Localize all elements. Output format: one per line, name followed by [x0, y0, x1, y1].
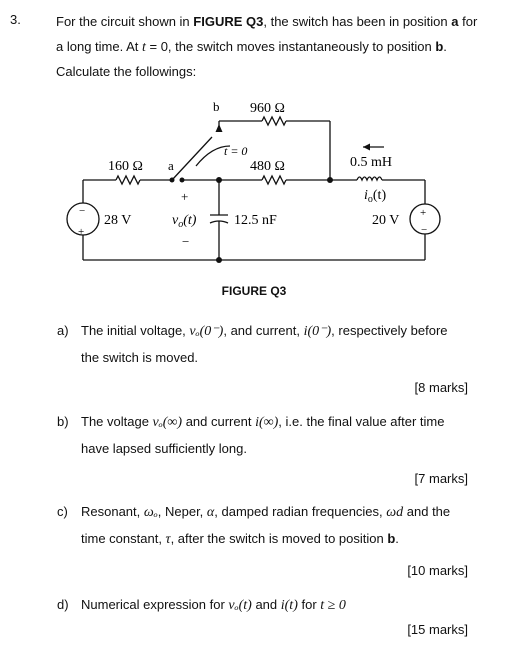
- part-text: and the: [403, 504, 451, 519]
- node-a-label: a: [168, 158, 174, 173]
- marks-a: [8 marks]: [414, 380, 468, 395]
- part-text: The voltage: [81, 414, 153, 429]
- intro-text: for a long time. At: [56, 14, 478, 54]
- node-b-label: b: [213, 99, 220, 114]
- inductor: [356, 176, 383, 182]
- math-i0: i(0⁻): [303, 324, 332, 339]
- resistor-960: [261, 115, 287, 127]
- switch-arc: [195, 145, 231, 167]
- question-number: 3.: [10, 12, 21, 27]
- intro-text: For the circuit shown in: [56, 14, 194, 29]
- part-text: , i.e. the final value after time: [278, 414, 445, 429]
- math-tge0: t ≥ 0: [320, 598, 346, 613]
- part-d: d) Numerical expression for vₒ(t) and i(t…: [57, 592, 472, 619]
- vo-minus: −: [182, 234, 189, 249]
- switch-contact-a: [169, 177, 175, 183]
- math-tau: τ: [165, 532, 171, 547]
- math-vot: vₒ(t): [228, 598, 252, 613]
- vo-label: vo(t): [172, 213, 197, 230]
- part-text: time constant,: [81, 531, 166, 546]
- node-dot: [327, 177, 333, 183]
- v-left-label: 28 V: [104, 213, 131, 228]
- intro-text: , the switch has been in position: [263, 14, 452, 29]
- intro-text: = 0, the switch moves instantaneously to…: [145, 38, 436, 54]
- math-iinf: i(∞): [255, 415, 279, 430]
- intro-time-var: t: [142, 39, 146, 55]
- marks-d: [15 marks]: [407, 622, 468, 637]
- part-text: , damped radian frequencies,: [214, 504, 387, 519]
- part-a: a) The initial voltage, vₒ(0⁻), and curre…: [57, 318, 472, 371]
- v-left-plus: +: [78, 226, 84, 238]
- math-vo0: vₒ(0⁻): [189, 324, 224, 339]
- figure-caption: FIGURE Q3: [221, 284, 287, 298]
- part-text: , and current,: [223, 323, 304, 338]
- switch-blade: [171, 136, 213, 181]
- part-text: , Neper,: [157, 504, 207, 519]
- marks-c: [10 marks]: [407, 563, 468, 578]
- part-text: for: [297, 597, 321, 612]
- v-right-plus: +: [420, 207, 426, 219]
- part-text: have lapsed sufficiently long.: [81, 441, 247, 456]
- current-arrowhead: [363, 143, 370, 151]
- v-right-label: 20 V: [372, 213, 399, 228]
- circuit-diagram: b 960 Ω 160 Ω a t = 0 480 Ω 0.5 mH io(t)…: [66, 99, 441, 263]
- r-mid-label: 480 Ω: [250, 159, 285, 174]
- vo-plus: +: [181, 189, 188, 204]
- voltage-source-28v: [66, 202, 100, 236]
- math-it: i(t): [280, 598, 298, 613]
- part-text: The initial voltage,: [81, 323, 190, 338]
- part-c: c) Resonant, ωₒ, Neper, α, damped radian …: [57, 499, 472, 553]
- inductor-label: 0.5 mH: [350, 155, 392, 170]
- marks-b: [7 marks]: [414, 471, 468, 486]
- intro-figure-ref: FIGURE Q3: [193, 14, 264, 29]
- part-label: c): [57, 504, 68, 519]
- intro-text: . Calculate the followings:: [56, 38, 447, 80]
- intro-position-b: b: [435, 38, 444, 54]
- math-alpha: α: [206, 505, 215, 520]
- math-voinf: vₒ(∞): [152, 415, 183, 430]
- math-omega0: ωₒ: [143, 505, 158, 520]
- question-intro: For the circuit shown in FIGURE Q3, the …: [56, 10, 486, 85]
- math-omegad: ωd: [386, 505, 404, 520]
- switch-pivot: [179, 177, 185, 183]
- current-label: io(t): [364, 188, 386, 205]
- part-text: and current: [182, 414, 256, 429]
- part-label: d): [57, 597, 69, 612]
- part-label: a): [57, 323, 69, 338]
- v-right-minus: −: [421, 224, 427, 236]
- v-left-minus: −: [79, 205, 85, 217]
- part-label: b): [57, 414, 69, 429]
- voltage-source-20v: [409, 203, 441, 235]
- intro-position-a: a: [451, 14, 459, 29]
- node-dot: [216, 177, 222, 183]
- resistor-160: [115, 174, 141, 186]
- part-position-b: b: [387, 531, 396, 546]
- part-text: Resonant,: [81, 504, 144, 519]
- part-text: , after the switch is moved to position: [170, 531, 388, 546]
- switch-time-label: t = 0: [224, 144, 247, 158]
- part-text: the switch is moved.: [81, 350, 199, 365]
- r-top-label: 960 Ω: [250, 101, 285, 116]
- cap-label: 12.5 nF: [234, 213, 277, 228]
- part-text: Numerical expression for: [81, 597, 229, 612]
- r-left-label: 160 Ω: [108, 159, 143, 174]
- part-b: b) The voltage vₒ(∞) and current i(∞), i.…: [57, 409, 472, 462]
- part-text: .: [395, 531, 399, 546]
- resistor-480: [261, 174, 287, 186]
- switch-b-arrowhead: [215, 124, 223, 132]
- node-dot: [216, 257, 222, 263]
- part-text: and: [251, 597, 281, 612]
- part-text: , respectively before: [331, 323, 448, 338]
